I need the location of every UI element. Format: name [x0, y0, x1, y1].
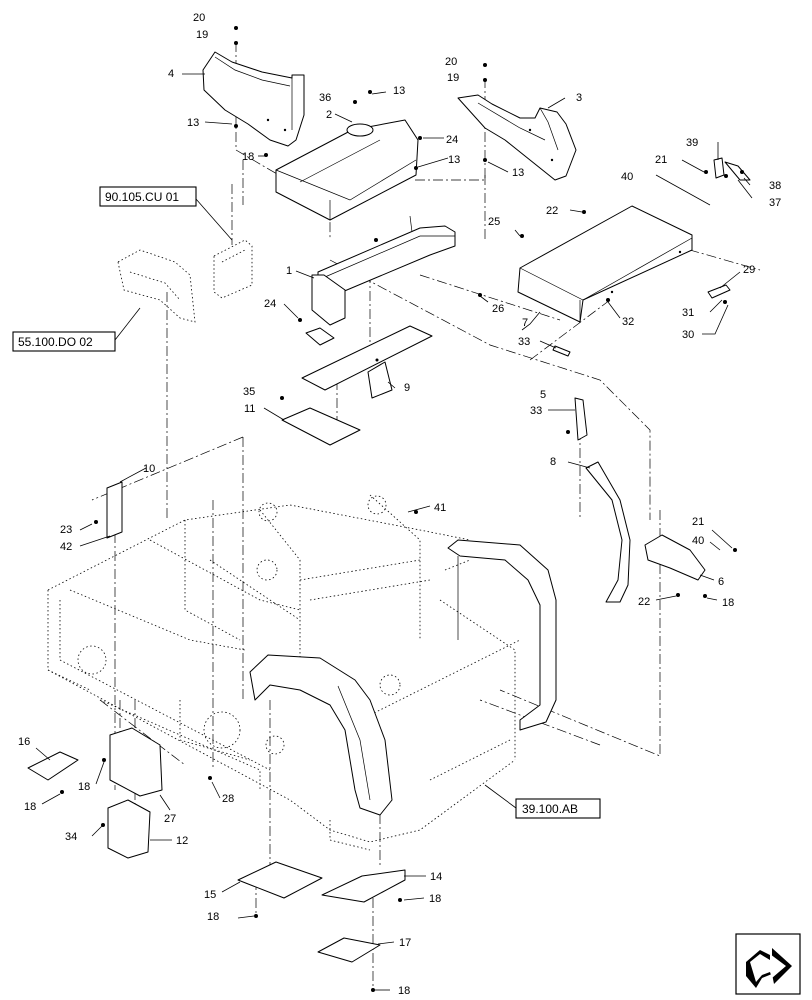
callout-34: 34: [65, 831, 77, 843]
callout-39: 39: [686, 137, 698, 149]
callout-3: 3: [576, 92, 582, 104]
callout-13: 13: [393, 85, 405, 97]
part-17-plate: [317, 937, 381, 963]
part-3-right-cover: [457, 94, 577, 181]
callout-21: 21: [692, 516, 704, 528]
callout-41: 41: [434, 502, 446, 514]
part-6-bracket: [644, 534, 706, 581]
callout-16: 16: [18, 736, 30, 748]
part-4-left-cover: [202, 51, 305, 147]
callout-20: 20: [445, 56, 457, 68]
callout-26: 26: [492, 303, 504, 315]
callout-7: 7: [522, 317, 528, 329]
next-page-arrow-icon[interactable]: [735, 933, 801, 995]
part-7-right-panel: [517, 205, 693, 323]
callout-2: 2: [326, 109, 332, 121]
callout-22: 22: [546, 205, 558, 217]
rops-panel: [447, 539, 557, 731]
callout-30: 30: [682, 329, 694, 341]
callout-15: 15: [204, 889, 216, 901]
callout-10: 10: [143, 463, 155, 475]
callout-18: 18: [398, 985, 410, 997]
callout-38: 38: [769, 180, 781, 192]
callout-35: 35: [243, 386, 255, 398]
callout-23: 23: [60, 524, 72, 536]
callout-19: 19: [447, 72, 459, 84]
part-5-bracket: [574, 397, 588, 441]
callout-22: 22: [638, 596, 650, 608]
callout-19: 19: [196, 29, 208, 41]
callout-40: 40: [621, 171, 633, 183]
leader-lines: [35, 73, 753, 991]
part-1-cross-member: [305, 215, 456, 346]
part-12-cover: [107, 799, 151, 859]
assembly-55100: [117, 249, 196, 323]
callout-29: 29: [743, 264, 755, 276]
callout-14: 14: [430, 871, 442, 883]
part-10-label: [106, 481, 123, 539]
callout-25: 25: [488, 216, 500, 228]
part-15-plate: [237, 861, 323, 899]
ref-39100-label[interactable]: 39.100.AB: [522, 802, 578, 816]
callout-9: 9: [404, 382, 410, 394]
callout-21: 21: [655, 154, 667, 166]
ref-55100-label[interactable]: 55.100.DO 02: [18, 335, 93, 349]
callout-36: 36: [319, 92, 331, 104]
ref-90105-label[interactable]: 90.105.CU 01: [105, 190, 179, 204]
callout-40: 40: [692, 535, 704, 547]
ref-box-39100[interactable]: 39.100.AB: [515, 798, 601, 819]
part-33-pin: [552, 345, 571, 357]
part-8-long-bracket: [585, 461, 631, 603]
callout-13: 13: [187, 117, 199, 129]
callout-18: 18: [78, 781, 90, 793]
part-16-cover: [27, 751, 79, 781]
callout-13: 13: [448, 154, 460, 166]
callout-5: 5: [540, 389, 546, 401]
callout-13: 13: [512, 167, 524, 179]
ref-box-90105[interactable]: 90.105.CU 01: [99, 186, 197, 207]
callout-12: 12: [176, 835, 188, 847]
callout-8: 8: [550, 456, 556, 468]
callout-28: 28: [222, 793, 234, 805]
callout-18: 18: [207, 911, 219, 923]
part-callouts: 20 19 4 13 36 13 2 24 18 13 20 19 3 13 3…: [18, 12, 781, 997]
callout-1: 1: [286, 265, 292, 277]
callout-42: 42: [60, 541, 72, 553]
callout-20: 20: [193, 12, 205, 24]
part-9-plate: [301, 325, 433, 399]
callout-11: 11: [244, 403, 255, 415]
ref-box-55100[interactable]: 55.100.DO 02: [12, 331, 116, 352]
callout-18: 18: [242, 151, 254, 163]
callout-32: 32: [622, 316, 634, 328]
callout-33: 33: [530, 405, 542, 417]
part-2-top-plate: [275, 119, 419, 221]
front-seat-panel: [249, 654, 393, 816]
callout-27: 27: [164, 813, 176, 825]
fasteners: [60, 26, 744, 992]
part-27-cover: [109, 727, 163, 797]
callout-17: 17: [399, 937, 411, 949]
callout-18: 18: [722, 597, 734, 609]
callout-24: 24: [264, 298, 276, 310]
callout-33: 33: [518, 336, 530, 348]
part-11-small-plate: [281, 407, 361, 446]
callout-6: 6: [718, 576, 724, 588]
part-14-plate: [321, 869, 406, 903]
callout-18: 18: [429, 893, 441, 905]
alignment-lines: [91, 42, 761, 990]
valve-block-90105: [213, 239, 253, 299]
callout-4: 4: [168, 68, 174, 80]
callout-37: 37: [769, 197, 781, 209]
part-29-clip: [707, 284, 731, 299]
main-chassis-frame: [47, 494, 521, 851]
part-39-37-small-brackets: [713, 157, 751, 181]
callout-31: 31: [682, 307, 694, 319]
callout-24: 24: [446, 134, 458, 146]
callout-18: 18: [24, 801, 36, 813]
